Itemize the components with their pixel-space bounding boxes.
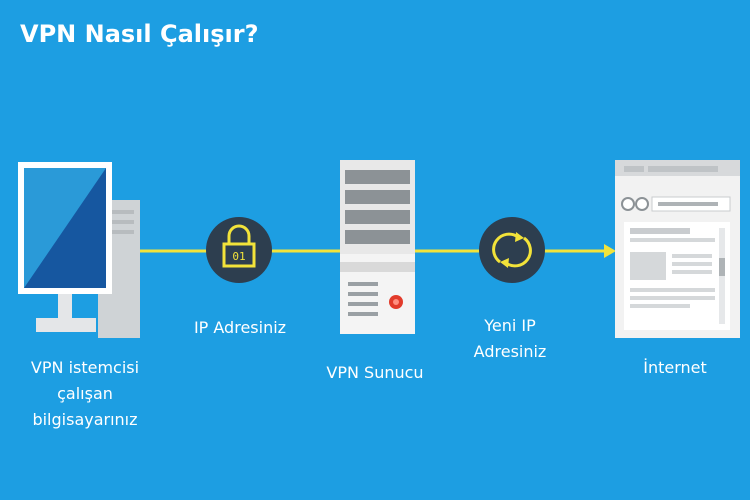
lock-text: 01 xyxy=(232,250,245,263)
ip-address-label: IP Adresiniz xyxy=(193,318,287,337)
refresh-icon xyxy=(479,217,545,283)
computer-icon xyxy=(18,162,140,338)
server-icon xyxy=(340,160,415,334)
arrow-head-icon xyxy=(604,244,616,258)
vpn-server-label: VPN Sunucu xyxy=(326,363,424,382)
new-ip-address-label: Yeni IP Adresiniz xyxy=(473,316,547,361)
client-label: VPN istemcisi çalışan bilgisayarınız xyxy=(30,358,140,429)
internet-label: İnternet xyxy=(643,358,707,377)
diagram-title: VPN Nasıl Çalışır? xyxy=(20,20,259,48)
lock-icon xyxy=(206,217,272,283)
browser-icon xyxy=(615,160,740,338)
